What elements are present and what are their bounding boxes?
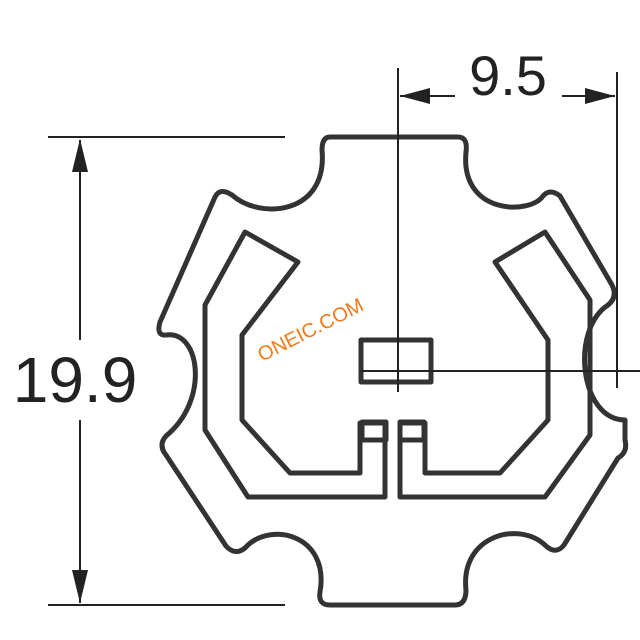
height-arrow-top (72, 139, 88, 172)
center-pad (358, 337, 434, 385)
left-pad (202, 229, 388, 500)
width-arrow-left (400, 88, 430, 104)
watermark-text: ONEIC.COM (254, 294, 367, 366)
width-dimension-label: 9.5 (469, 44, 547, 107)
height-arrow-bottom (72, 570, 88, 603)
board-outline (156, 134, 629, 608)
height-dimension-label: 19.9 (13, 344, 138, 416)
width-arrow-right (585, 88, 615, 104)
left-contact (359, 419, 389, 443)
right-contact (397, 419, 427, 443)
